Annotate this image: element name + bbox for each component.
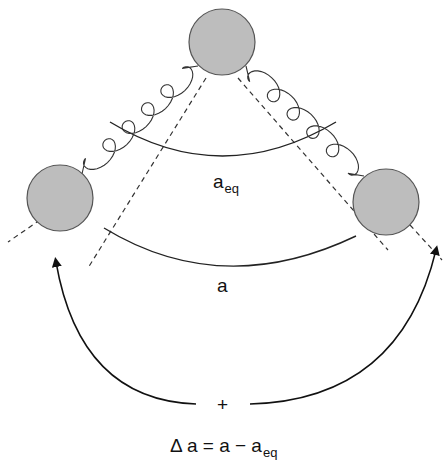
- dashed-lines: [8, 78, 442, 268]
- curved-arrow: [250, 250, 436, 404]
- subscript-label: eq: [225, 182, 239, 195]
- angle-label: +: [217, 395, 228, 414]
- atom: [189, 9, 255, 75]
- atom: [353, 169, 419, 235]
- subscript-label: eq: [263, 446, 277, 459]
- eq-angle-arc: [110, 122, 336, 156]
- spring-coil: [246, 66, 364, 176]
- atom: [27, 165, 93, 231]
- angle-label: Δ a = a − a: [170, 436, 262, 455]
- spring-coil: [82, 66, 198, 174]
- angle-label: a: [217, 276, 228, 295]
- angle-arc: [104, 228, 356, 266]
- angle-label: a: [213, 172, 224, 191]
- curved-arrow: [56, 262, 196, 404]
